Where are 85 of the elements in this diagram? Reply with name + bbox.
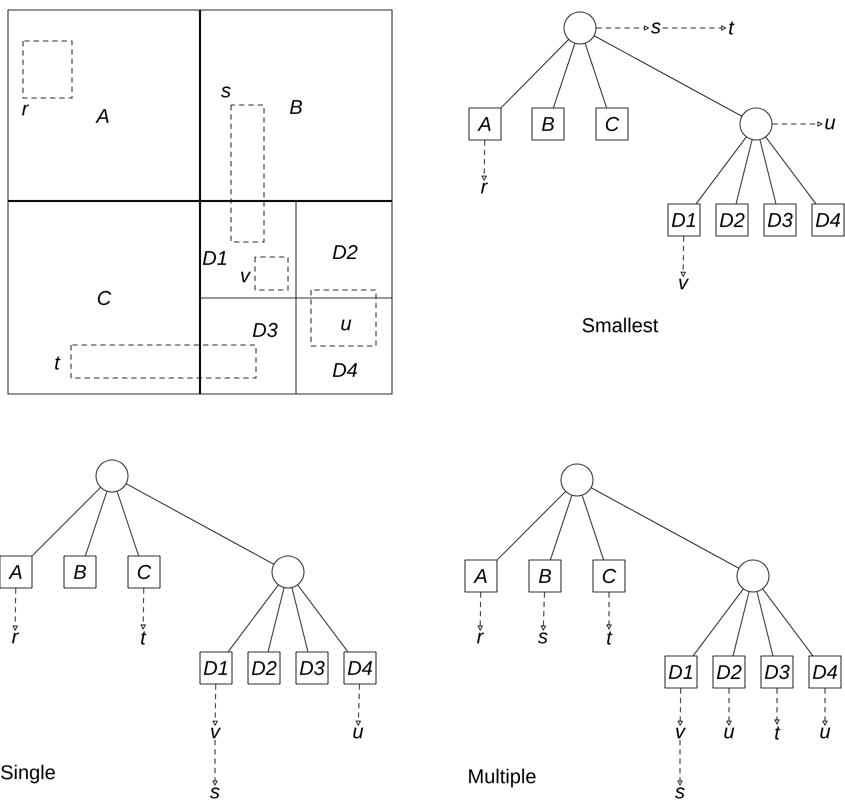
tree-edge <box>297 584 348 652</box>
panel-caption: Multiple <box>469 768 536 788</box>
region-label: D2 <box>332 245 358 259</box>
object-label: r <box>477 632 484 644</box>
tree-node-box: D1 <box>200 652 232 684</box>
object-label: s <box>538 632 548 644</box>
object-label: t <box>607 631 612 645</box>
dashed-arrow <box>356 684 362 726</box>
tree-edge <box>292 588 308 652</box>
region-label: v <box>241 272 251 282</box>
tree-edge <box>582 495 604 560</box>
tree-edge <box>500 39 569 108</box>
empty-circle-node <box>560 464 594 496</box>
object-label: v <box>679 278 689 290</box>
tree-node-box: D3 <box>764 204 796 236</box>
object-label: u <box>825 118 836 130</box>
tree-edge <box>126 483 274 565</box>
object-label: u <box>820 728 830 738</box>
tree-node-box: C <box>592 560 626 592</box>
tree-node-box: D3 <box>296 652 328 684</box>
tree-node-box: A <box>0 556 32 588</box>
object-label: v <box>211 728 221 738</box>
tree-node-box: C <box>128 556 160 588</box>
empty-circle-node <box>736 560 770 592</box>
empty-circle-node <box>564 12 596 44</box>
empty-circle-node <box>272 556 304 588</box>
empty-circle-node <box>96 460 128 492</box>
tree-edge <box>584 43 607 108</box>
tree-edge <box>765 136 816 204</box>
region-label: t <box>55 356 60 370</box>
tree-edge <box>553 43 576 108</box>
tree-node-box: C <box>596 108 628 140</box>
region-label: D3 <box>252 322 278 338</box>
tree-node-box: A <box>464 560 498 592</box>
tree-edge <box>268 588 284 652</box>
object-label: u <box>353 728 364 738</box>
tree-edge <box>762 588 814 656</box>
tree-node-box: D2 <box>716 204 748 236</box>
tree-edge <box>732 592 750 656</box>
tree-edge <box>692 588 744 656</box>
tree-node-box: B <box>532 108 564 140</box>
region-label: D1 <box>202 251 226 265</box>
tree-node-box: D3 <box>760 656 794 688</box>
tree-edge <box>228 584 279 652</box>
empty-circle-node <box>740 108 772 140</box>
object-label: u <box>724 728 734 738</box>
tree-edge <box>736 140 752 204</box>
tree-edge <box>497 491 566 560</box>
tree-edge <box>756 592 774 656</box>
object-label: s <box>651 22 661 34</box>
region-label: B <box>290 100 302 114</box>
tree-node-box: A <box>468 108 502 140</box>
tree-edge <box>32 487 101 556</box>
region-label: C <box>98 290 112 306</box>
tree-node-box: D4 <box>812 204 844 236</box>
object-label: t <box>141 631 146 645</box>
tree-edge <box>550 495 572 560</box>
tree-node-box: D4 <box>344 652 376 684</box>
tree-node-box: D4 <box>808 656 842 688</box>
tree-node-box: D1 <box>668 204 700 236</box>
panel-caption: Single <box>1 764 55 784</box>
tree-node-box: B <box>64 556 96 588</box>
region-label: s <box>221 86 231 98</box>
tree-edge <box>696 136 747 204</box>
tree-node-box: D2 <box>248 652 280 684</box>
panel-caption: Smallest <box>582 318 658 332</box>
object-label: t <box>775 726 780 740</box>
tree-edge <box>594 35 742 117</box>
object-label: t <box>729 21 734 35</box>
region-label: r <box>22 104 30 116</box>
tree-node-box: D2 <box>712 656 746 688</box>
tree-edge <box>116 491 139 556</box>
object-label: r <box>12 632 20 644</box>
tree-node-box: B <box>528 560 562 592</box>
region-label: A <box>95 109 109 123</box>
tree-node-box: D1 <box>664 656 698 688</box>
object-label: v <box>676 728 686 738</box>
object-label: s <box>210 788 220 798</box>
tree-edge <box>85 491 108 556</box>
region-label: D4 <box>332 363 358 377</box>
object-label: r <box>481 182 488 194</box>
region-label: u <box>341 320 352 330</box>
tree-edge <box>760 140 776 204</box>
object-label: s <box>675 788 685 798</box>
tree-edge <box>591 487 740 569</box>
